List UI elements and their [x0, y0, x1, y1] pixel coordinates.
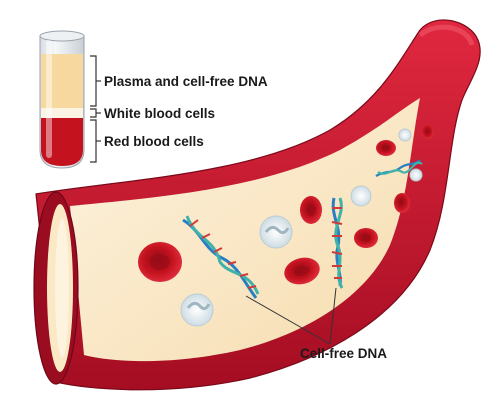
tube-brackets [90, 55, 101, 163]
red-blood-cell-icon [138, 242, 182, 282]
red-blood-cell-icon [284, 257, 320, 285]
red-blood-cell-icon [394, 193, 410, 213]
white-blood-cell-icon [180, 293, 214, 327]
red-blood-cells [138, 125, 434, 285]
dna-helix-icon [375, 159, 423, 177]
white-cells-label: White blood cells [104, 106, 215, 121]
red-blood-cell-icon [300, 196, 322, 224]
white-blood-cells [180, 128, 423, 327]
bracket-red-cells [90, 119, 97, 163]
vessel-lumen [70, 98, 420, 362]
tube-rim [39, 30, 85, 42]
white-blood-cell-icon [350, 185, 372, 207]
tube-buffy-coat-layer [41, 108, 83, 118]
tube-red-cell-layer [41, 118, 83, 166]
tube-plasma-layer [41, 54, 83, 108]
bracket-white-cells [90, 108, 97, 118]
dna-helix-icon [182, 215, 260, 299]
cfdna-label: Cell-free DNA [300, 346, 387, 361]
blood-collection-tube-icon [39, 30, 85, 169]
white-blood-cell-icon [398, 128, 412, 142]
red-blood-cell-icon [354, 228, 378, 248]
plasma-label: Plasma and cell-free DNA [104, 74, 268, 89]
white-blood-cell-icon [259, 215, 293, 249]
red-blood-cell-icon [376, 140, 396, 156]
bracket-plasma [90, 55, 97, 107]
red-blood-cell-icon [422, 125, 434, 139]
white-blood-cell-icon [409, 168, 423, 182]
red-cells-label: Red blood cells [104, 134, 204, 149]
dna-helix-icon [331, 197, 344, 289]
blood-vessel-illustration [33, 19, 481, 391]
dna-strands [182, 159, 423, 299]
cfdna-pointer-lines [245, 287, 337, 345]
